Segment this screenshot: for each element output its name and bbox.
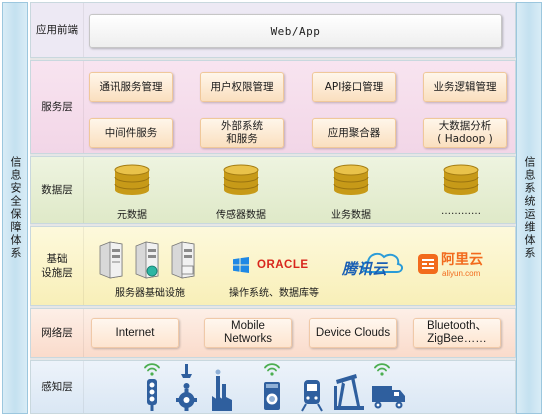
truck-icon [372,386,405,409]
os-database-caption: 操作系统、数据库等 [229,288,319,299]
database-icon [443,164,479,195]
database-icon [223,164,259,195]
service-box: 通讯服务管理 [89,72,173,102]
webapp-box: Web/App [89,14,502,48]
service-box: API接口管理 [312,72,396,102]
train-icon [301,380,323,412]
operations-system-label: 信息系统运维体系 [523,156,536,260]
service-box: 大数据分析 ( Hadoop ) [423,118,507,148]
data-layer: 数据层 [30,156,516,224]
tencent-cloud-logo: 腾讯云 [338,248,404,282]
frontend-layer-label: 应用前端 [31,3,84,57]
network-box: Device Clouds [309,318,397,348]
sensing-devices [144,363,405,412]
windows-icon [233,257,249,273]
service-box: 外部系统 和服务 [200,118,284,148]
oracle-logo: ORACLE [257,259,309,271]
server-infrastructure-caption: 服务器基础设施 [115,288,185,299]
aliyun-text: 阿里云 [441,252,483,268]
network-box: Bluetooth、 ZigBee…… [413,318,501,348]
sensing-layer-label: 感知层 [31,361,84,413]
database-icon [333,164,369,195]
security-system-label: 信息安全保障体系 [9,156,22,260]
service-box: 用户权限管理 [200,72,284,102]
data-layer-label: 数据层 [31,157,84,223]
infrastructure-layer-label: 基础 设施层 [31,227,84,305]
wifi-signal-icon [264,363,280,376]
gear-sensor-icon [176,364,197,411]
service-box: 中间件服务 [89,118,173,148]
layer-separator [30,306,516,308]
aliyun-domain: aliyun.com [442,269,481,278]
data-caption: 业务数据 [331,210,371,221]
operations-system-column: 信息系统运维体系 [516,2,542,414]
layer-separator [30,58,516,60]
service-box: 应用聚合器 [312,118,396,148]
service-box: 业务逻辑管理 [423,72,507,102]
layer-separator [30,358,516,360]
network-box: Internet [91,318,179,348]
washing-machine-icon [264,382,280,410]
wifi-signal-icon [374,363,390,376]
factory-icon [212,369,232,411]
tencent-cloud-text: 腾讯云 [342,260,388,278]
security-system-column: 信息安全保障体系 [2,2,28,414]
traffic-light-icon [147,379,157,411]
data-caption: ………… [441,206,481,217]
wifi-signal-icon [144,363,160,376]
network-box: Mobile Networks [204,318,292,348]
oil-pump-icon [334,374,364,410]
service-layer-label: 服务层 [31,61,84,153]
data-caption: 传感器数据 [216,210,266,221]
server-icon [99,241,195,279]
layer-separator [30,154,516,156]
cloud-icon [361,252,403,273]
aliyun-icon [418,254,438,274]
database-icon [114,164,150,195]
data-caption: 元数据 [117,210,147,221]
layer-separator [30,224,516,226]
aliyun-logo: 阿里云 aliyun.com [418,251,492,281]
network-layer-label: 网络层 [31,309,84,357]
